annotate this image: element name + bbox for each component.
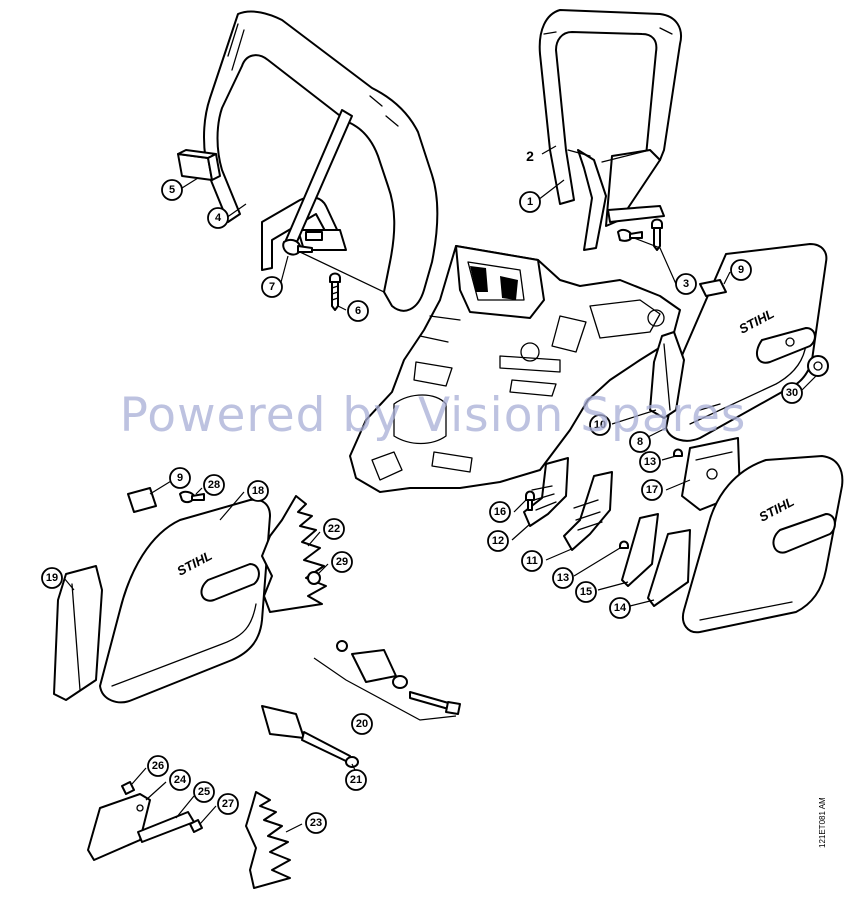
svg-text:13: 13	[557, 572, 569, 584]
callout-2: 2	[526, 148, 534, 164]
svg-text:22: 22	[328, 523, 340, 535]
screw-7	[282, 238, 313, 256]
svg-text:19: 19	[46, 572, 58, 584]
rubber-block	[177, 149, 221, 181]
guide-14	[647, 529, 691, 607]
svg-text:14: 14	[614, 602, 627, 614]
svg-text:13: 13	[644, 456, 656, 468]
callout-24: 24	[169, 769, 191, 791]
screw-16	[525, 490, 535, 511]
svg-text:10: 10	[594, 419, 606, 431]
screw-13b	[619, 540, 629, 549]
callout-4: 4	[207, 207, 229, 229]
engine-housing	[349, 245, 681, 493]
sprocket-cover-left: STIHL	[99, 498, 271, 704]
svg-text:23: 23	[310, 817, 322, 829]
callout-1: 1	[519, 191, 541, 213]
side-plate	[649, 331, 685, 419]
guide-15	[621, 513, 659, 587]
handlebar-full	[203, 10, 439, 312]
svg-text:12: 12	[492, 535, 504, 547]
svg-text:3: 3	[683, 278, 689, 290]
callout-29: 29	[331, 551, 353, 573]
svg-text:16: 16	[494, 506, 506, 518]
callout-22: 22	[323, 518, 345, 540]
chain-catcher-12	[523, 457, 569, 527]
insert-9b	[127, 487, 157, 513]
callout-5: 5	[161, 179, 183, 201]
callout-30: 30	[781, 382, 803, 404]
callout-17: 17	[641, 479, 663, 501]
plate-24	[87, 793, 151, 861]
side-plate-left	[53, 565, 103, 701]
callout-15: 15	[575, 581, 597, 603]
callout-9a: 9	[730, 259, 752, 281]
svg-text:8: 8	[637, 436, 643, 448]
callout-26: 26	[147, 755, 169, 777]
svg-text:2: 2	[526, 148, 534, 164]
callout-7: 7	[261, 276, 283, 298]
callout-20: 20	[351, 713, 373, 735]
callout-6: 6	[347, 300, 369, 322]
spike-bumper-22	[261, 495, 327, 613]
svg-text:29: 29	[336, 556, 348, 568]
svg-text:1: 1	[527, 196, 533, 208]
callout-16: 16	[489, 501, 511, 523]
spike-plate-23	[245, 791, 291, 889]
callout-23: 23	[305, 812, 327, 834]
svg-text:21: 21	[350, 774, 362, 786]
callout-21: 21	[345, 769, 367, 791]
clip-26	[121, 781, 135, 795]
callout-3: 3	[675, 273, 697, 295]
svg-text:27: 27	[222, 798, 234, 810]
callout-14: 14	[609, 597, 631, 619]
svg-text:11: 11	[526, 555, 538, 567]
nut-30	[807, 355, 829, 377]
svg-text:9: 9	[738, 264, 744, 276]
svg-text:7: 7	[269, 281, 275, 293]
reference-code: 121ET081 AM	[818, 797, 827, 848]
sprocket-cover-upper: STIHL	[665, 243, 828, 442]
callout-13b: 13	[552, 567, 574, 589]
callout-8: 8	[629, 431, 651, 453]
svg-text:4: 4	[215, 212, 222, 224]
screw-13a	[673, 448, 683, 457]
svg-text:15: 15	[580, 586, 592, 598]
screw-3a	[617, 228, 643, 242]
handlebar-small	[538, 9, 682, 251]
sprocket-cover-lower: STIHL	[682, 455, 844, 634]
clip-27	[189, 819, 203, 833]
callout-12: 12	[487, 530, 509, 552]
svg-text:20: 20	[356, 718, 368, 730]
callout-11: 11	[521, 550, 543, 572]
svg-text:28: 28	[208, 479, 220, 491]
callout-27: 27	[217, 793, 239, 815]
callout-19: 19	[41, 567, 63, 589]
leader-lines	[63, 145, 817, 833]
callout-10: 10	[589, 414, 611, 436]
spacer-set-20	[313, 640, 461, 721]
svg-text:30: 30	[786, 387, 798, 399]
chain-catcher-11	[563, 471, 613, 551]
svg-text:17: 17	[646, 484, 658, 496]
callout-13a: 13	[639, 451, 661, 473]
insert-9a	[699, 279, 727, 297]
svg-text:26: 26	[152, 760, 164, 772]
svg-text:6: 6	[355, 305, 361, 317]
screw-28	[179, 490, 205, 504]
svg-text:24: 24	[174, 774, 187, 786]
callout-28: 28	[203, 474, 225, 496]
bolt-21	[261, 705, 359, 768]
svg-text:25: 25	[198, 786, 210, 798]
callout-25: 25	[193, 781, 215, 803]
callout-9b: 9	[169, 467, 191, 489]
nut-29	[307, 571, 321, 585]
svg-text:18: 18	[252, 485, 264, 497]
callout-18: 18	[247, 480, 269, 502]
svg-text:9: 9	[177, 472, 183, 484]
svg-text:5: 5	[169, 184, 175, 196]
screw-6	[329, 272, 341, 311]
